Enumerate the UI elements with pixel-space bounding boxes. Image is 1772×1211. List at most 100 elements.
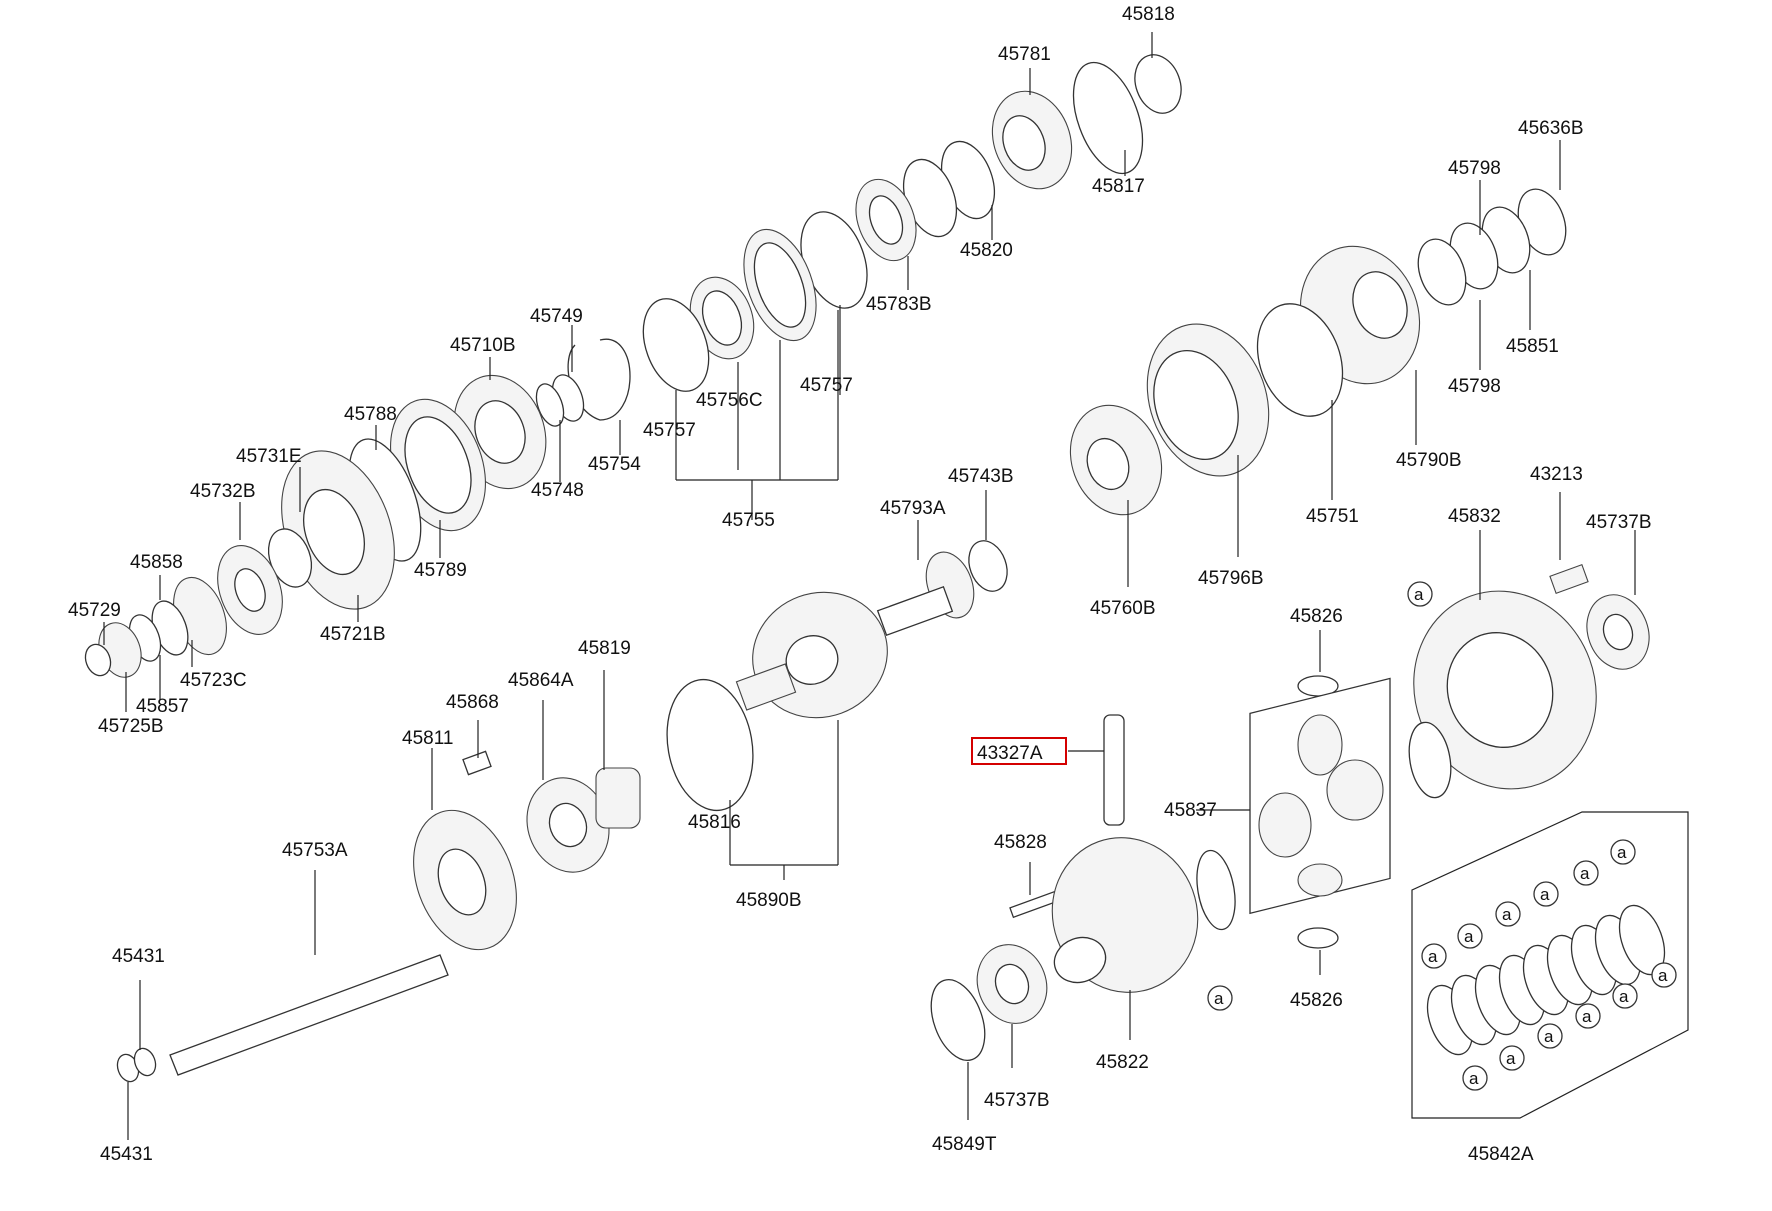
shaft-45793A <box>876 585 954 637</box>
marker-a: a <box>1573 860 1599 886</box>
leader-lines <box>103 32 1636 1140</box>
label-45826-bottom[interactable]: 45826 <box>1290 990 1343 1011</box>
bolt-43213 <box>1549 564 1589 594</box>
label-45710B[interactable]: 45710B <box>450 335 516 356</box>
label-45818[interactable]: 45818 <box>1122 4 1175 25</box>
shim-45849T <box>930 979 986 1061</box>
label-45798-bottom[interactable]: 45798 <box>1448 376 1501 397</box>
label-45817[interactable]: 45817 <box>1092 176 1145 197</box>
label-45858[interactable]: 45858 <box>130 552 183 573</box>
nut-45729 <box>84 643 112 677</box>
label-45757-right[interactable]: 45757 <box>800 375 853 396</box>
svg-text:a: a <box>1582 1007 1592 1026</box>
svg-text:a: a <box>1469 1069 1479 1088</box>
label-45737B-lower[interactable]: 45737B <box>984 1090 1050 1111</box>
marker-a: a <box>1575 1003 1601 1029</box>
ring-45751 <box>1256 303 1344 417</box>
label-45837[interactable]: 45837 <box>1164 800 1217 821</box>
label-45729[interactable]: 45729 <box>68 600 121 621</box>
label-45751[interactable]: 45751 <box>1306 506 1359 527</box>
label-45749[interactable]: 45749 <box>530 306 583 327</box>
label-45849T[interactable]: 45849T <box>932 1134 997 1155</box>
shim-stack <box>1426 904 1666 1056</box>
label-45851[interactable]: 45851 <box>1506 336 1559 357</box>
label-45725B[interactable]: 45725B <box>98 716 164 737</box>
pinion-gear-lower <box>1297 863 1343 897</box>
label-45743B[interactable]: 45743B <box>948 466 1014 487</box>
label-45842A[interactable]: 45842A <box>1468 1144 1534 1165</box>
svg-text:a: a <box>1619 987 1629 1006</box>
label-45757-left[interactable]: 45757 <box>643 420 696 441</box>
ring-45749 <box>535 383 565 427</box>
label-45864A[interactable]: 45864A <box>508 670 574 691</box>
pinion-shaft-43327A <box>1103 714 1125 826</box>
label-43213[interactable]: 43213 <box>1530 464 1583 485</box>
marker-a: a <box>1495 901 1521 927</box>
label-45781[interactable]: 45781 <box>998 44 1051 65</box>
label-45748[interactable]: 45748 <box>531 480 584 501</box>
label-45737B-upper[interactable]: 45737B <box>1586 512 1652 533</box>
washer-final-gear <box>1408 721 1452 799</box>
marker-a: a <box>1612 983 1638 1009</box>
ring-45757-left <box>642 298 710 392</box>
marker-a: a <box>1537 1023 1563 1049</box>
side-gear-right <box>1326 759 1384 821</box>
shim-kit-box-45842A <box>1411 811 1689 1119</box>
label-45721B[interactable]: 45721B <box>320 624 386 645</box>
label-45431-bottom[interactable]: 45431 <box>100 1144 153 1165</box>
o-ring-45816 <box>666 678 754 812</box>
label-45793A[interactable]: 45793A <box>880 498 946 519</box>
part-labels: 45818 45781 45817 45820 45783B 45757 457… <box>68 4 1652 1165</box>
label-45868[interactable]: 45868 <box>446 692 499 713</box>
snap-ring-45818 <box>1134 54 1182 114</box>
label-45857[interactable]: 45857 <box>136 696 189 717</box>
label-45754[interactable]: 45754 <box>588 454 641 475</box>
ring-45743B <box>968 540 1008 592</box>
svg-text:a: a <box>1414 585 1424 604</box>
svg-text:a: a <box>1544 1027 1554 1046</box>
label-45636B[interactable]: 45636B <box>1518 118 1584 139</box>
label-45890B[interactable]: 45890B <box>736 890 802 911</box>
label-45828[interactable]: 45828 <box>994 832 1047 853</box>
label-43327A[interactable]: 43327A <box>977 743 1043 764</box>
reference-markers: a a a a a a a a a a a a a a <box>1207 581 1677 1091</box>
label-45431-top[interactable]: 45431 <box>112 946 165 967</box>
label-45819[interactable]: 45819 <box>578 638 631 659</box>
label-45796B[interactable]: 45796B <box>1198 568 1264 589</box>
label-45811[interactable]: 45811 <box>402 728 453 749</box>
label-45755[interactable]: 45755 <box>722 510 775 531</box>
label-45732B[interactable]: 45732B <box>190 481 256 502</box>
label-45753A[interactable]: 45753A <box>282 840 348 861</box>
differential-case-45822 <box>1051 837 1199 993</box>
label-45788[interactable]: 45788 <box>344 404 397 425</box>
highlight-43327A[interactable]: 43327A <box>971 737 1067 765</box>
washer-45826-bottom <box>1297 927 1339 949</box>
svg-text:a: a <box>1464 927 1474 946</box>
marker-a: a <box>1207 985 1233 1011</box>
label-45832[interactable]: 45832 <box>1448 506 1501 527</box>
marker-a: a <box>1457 923 1483 949</box>
label-45731E[interactable]: 45731E <box>236 446 302 467</box>
label-45756C[interactable]: 45756C <box>696 390 763 411</box>
marker-a: a <box>1533 881 1559 907</box>
svg-text:a: a <box>1502 905 1512 924</box>
marker-a: a <box>1610 839 1636 865</box>
label-45790B[interactable]: 45790B <box>1396 450 1462 471</box>
label-45822[interactable]: 45822 <box>1096 1052 1149 1073</box>
label-45798-top[interactable]: 45798 <box>1448 158 1501 179</box>
label-45826-top[interactable]: 45826 <box>1290 606 1343 627</box>
nut-45819 <box>595 767 641 829</box>
ring-45817 <box>1072 61 1144 175</box>
snap-ring-45754 <box>567 338 631 421</box>
marker-a: a <box>1407 581 1433 607</box>
svg-text:a: a <box>1214 989 1224 1008</box>
washer-differential-right <box>1196 849 1236 931</box>
label-45816[interactable]: 45816 <box>688 812 741 833</box>
label-45760B[interactable]: 45760B <box>1090 598 1156 619</box>
label-45789[interactable]: 45789 <box>414 560 467 581</box>
label-45723C[interactable]: 45723C <box>180 670 247 691</box>
label-45820[interactable]: 45820 <box>960 240 1013 261</box>
label-45783B[interactable]: 45783B <box>866 294 932 315</box>
svg-text:a: a <box>1540 885 1550 904</box>
